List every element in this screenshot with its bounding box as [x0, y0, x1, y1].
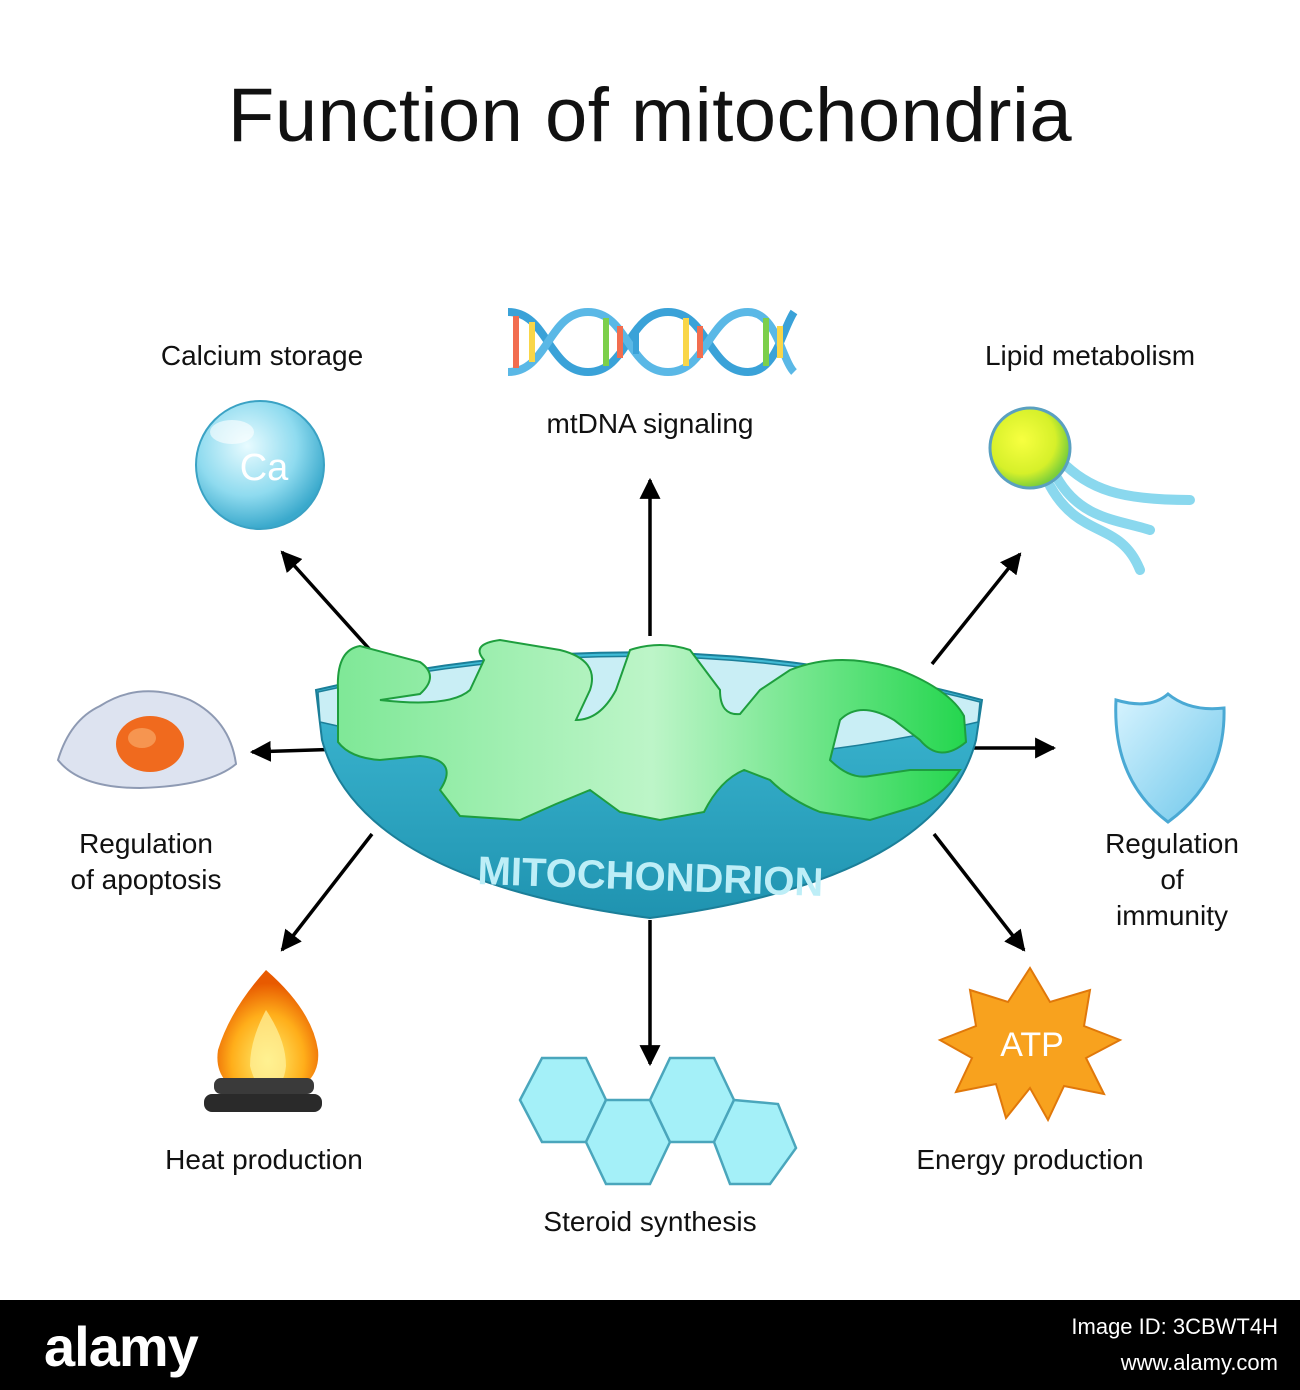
label-energy-production: Energy production	[916, 1144, 1144, 1175]
label-regulation-of-immunity: Regulation of immunity	[1105, 826, 1239, 934]
site-url: www.alamy.com	[1120, 1350, 1278, 1375]
page-title: Function of mitochondria	[227, 73, 1073, 158]
arrow-calcium	[280, 550, 374, 654]
label-immunity-line2: of immunity	[1115, 864, 1228, 931]
calcium-icon: Ca	[195, 400, 325, 530]
steroid-hexagons-icon	[518, 1056, 798, 1186]
label-mtdna-signaling: mtDNA signaling	[546, 408, 754, 439]
apoptosis-cell-icon	[56, 690, 238, 790]
mitochondrion-graphic: MITOCHONDRION	[314, 638, 984, 920]
label-immunity-line1: Regulation	[1105, 828, 1239, 859]
matrix-base	[336, 638, 968, 822]
footer-bar: alamy Image ID: 3CBWT4H www.alamy.com	[0, 1300, 1300, 1390]
image-id: Image ID: 3CBWT4H	[1071, 1314, 1278, 1339]
atp-symbol: ATP	[1000, 1026, 1064, 1064]
brand-logo: alamy	[44, 1315, 199, 1378]
fire-icon	[204, 970, 322, 1112]
label-apoptosis-line2: of apoptosis	[70, 864, 222, 895]
label-regulation-of-apoptosis: Regulation of apoptosis	[71, 826, 222, 898]
lipid-icon	[988, 406, 1195, 575]
label-steroid-synthesis: Steroid synthesis	[543, 1206, 757, 1237]
calcium-symbol: Ca	[240, 447, 289, 489]
label-apoptosis-line1: Regulation	[79, 828, 213, 859]
dna-helix-icon	[507, 307, 798, 377]
arrow-energy	[932, 832, 1026, 952]
atp-star-icon: ATP	[937, 966, 1123, 1123]
label-calcium-storage: Calcium storage	[160, 340, 364, 371]
label-heat-production: Heat production	[165, 1144, 363, 1175]
immunity-shield-icon	[1114, 692, 1226, 824]
mitochondria-function-diagram: MITOCHONDRION Ca	[56, 307, 1226, 1186]
arrow-heat	[280, 832, 374, 952]
label-lipid-metabolism: Lipid metabolism	[984, 340, 1196, 371]
arrow-lipid	[930, 552, 1022, 666]
